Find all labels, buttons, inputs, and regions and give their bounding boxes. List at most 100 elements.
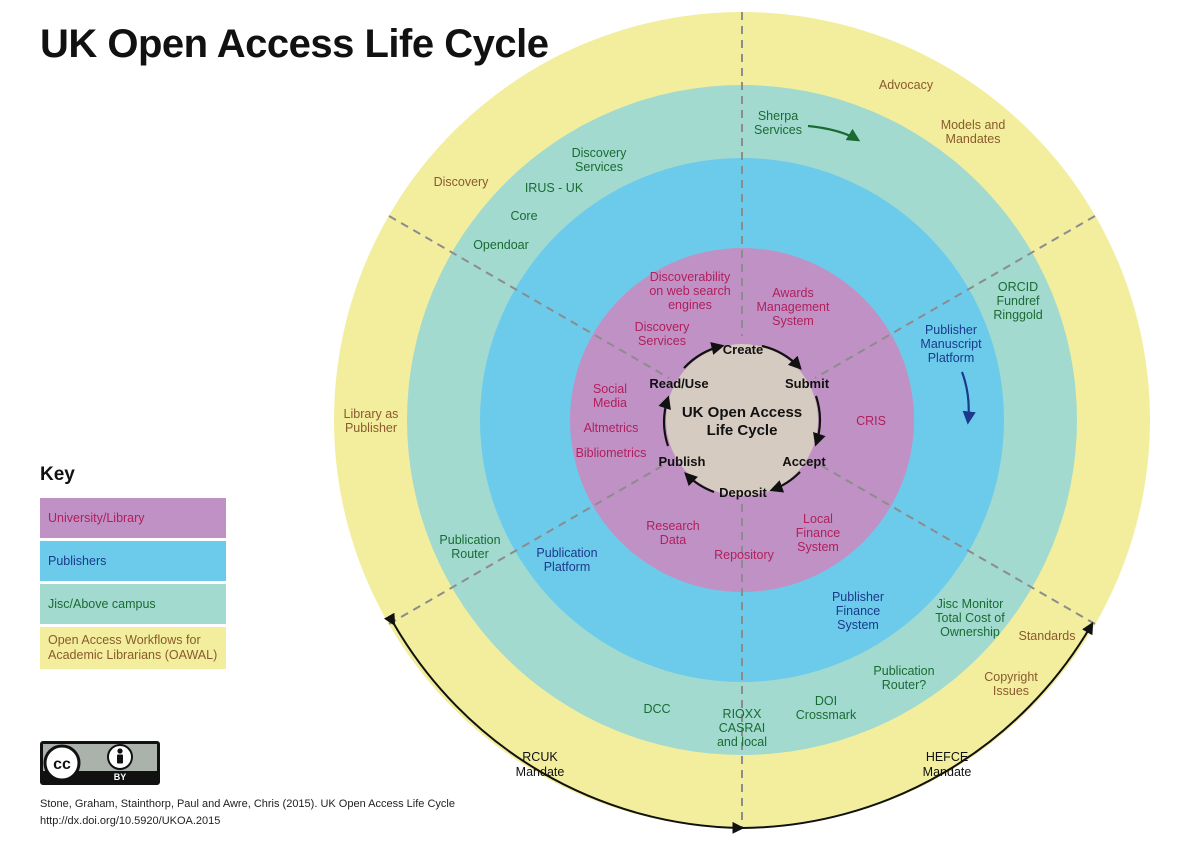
publishers-label-line: Platform [928,351,975,365]
cycle-arrow [683,342,725,369]
publishers-label-line: Publisher [925,323,977,337]
ring-core [666,344,818,496]
jisc-label-line: Opendoar [473,238,529,252]
university-label-line: Repository [714,548,774,562]
cc-logo-text: cc [53,756,71,773]
citation-line-2: http://dx.doi.org/10.5920/UKOA.2015 [40,815,221,827]
publishers-label-line: Finance [836,604,881,618]
key-item-publishers: Publishers [40,541,226,581]
cycle-stage-label: Publish [659,454,706,469]
university-label-line: CRIS [856,414,886,428]
jisc-label: Opendoar [473,238,529,252]
key-label: Open Access Workflows for Academic Libra… [48,633,218,662]
cycle-stage-label: Submit [785,376,830,391]
jisc-label-line: IRUS - UK [525,181,584,195]
page-title: UK Open Access Life Cycle [40,22,549,66]
jisc-label-line: Publication [439,533,500,547]
center-title-line: Life Cycle [707,422,778,439]
jisc-label-line: Total Cost of [935,611,1005,625]
mandate-label-line: Mandate [923,765,972,779]
divider-upper-left [388,215,670,379]
jisc-label: DCC [643,702,670,716]
cycle-arrow [769,471,801,493]
key-label: Publishers [48,553,107,568]
divider-upper-right [814,215,1096,379]
divider-lower-left [388,461,670,625]
sherpa-arrow [807,124,861,142]
jisc-label: IRUS - UK [525,181,584,195]
key-item-university-library: University/Library [40,498,226,538]
oawal-label-line: Copyright [984,670,1038,684]
publishers-label-line: Manuscript [920,337,982,351]
cycle-arrow [658,395,671,447]
university-label-line: Discoverability [650,270,731,284]
oawal-label-line: Discovery [434,175,490,189]
jisc-label-line: and local [717,735,767,749]
university-label-line: Local [803,512,833,526]
university-label: Altmetrics [584,421,639,435]
cc-by-license-badge: cc BY [40,741,160,785]
cycle-stage-label: Create [723,342,763,357]
jisc-label-line: Publication [873,664,934,678]
jisc-label-line: Services [754,123,802,137]
university-label: Bibliometrics [576,446,647,460]
publisher-platform-arrow [960,371,976,425]
university-label-line: Data [660,533,686,547]
key-item-jisc: Jisc/Above campus [40,584,226,624]
mandate-label-line: RCUK [522,750,558,764]
jisc-label-line: Sherpa [758,109,798,123]
jisc-label-line: Core [510,209,537,223]
university-label-line: engines [668,298,712,312]
cycle-arrow [684,472,715,494]
hefce-mandate-arc [741,621,1094,829]
divider-lower-right [814,461,1096,625]
university-label-line: System [772,314,814,328]
key-title: Key [40,464,75,485]
oawal-label: Discovery [434,175,490,189]
university-label-line: System [797,540,839,554]
jisc-label-line: Router? [882,678,927,692]
university-label-line: Social [593,382,627,396]
university-label-line: Altmetrics [584,421,639,435]
key-item-oawal: Open Access Workflows for Academic Libra… [40,627,226,669]
key-label: Jisc/Above campus [48,596,156,611]
oawal-label-line: Publisher [345,421,397,435]
publishers-label-line: System [837,618,879,632]
person-icon [107,744,133,770]
jisc-label-line: ORCID [998,280,1038,294]
university-label: Repository [714,548,774,562]
rcuk-mandate-arc [384,612,745,834]
cycle-stage-label: Deposit [719,485,767,500]
jisc-label: Core [510,209,537,223]
cycle-stage-label: Read/Use [649,376,708,391]
university-label-line: Finance [796,526,841,540]
mandate-label-line: Mandate [516,765,565,779]
oawal-label-line: Standards [1019,629,1076,643]
oawal-label-line: Library as [344,407,399,421]
jisc-label-line: DCC [643,702,670,716]
university-label-line: on web search [649,284,730,298]
jisc-label-line: Fundref [996,294,1040,308]
mandate-label-line: HEFCE [926,750,968,764]
citation-line-1: Stone, Graham, Stainthorp, Paul and Awre… [40,798,455,810]
university-label-line: Research [646,519,700,533]
by-label: BY [114,772,127,782]
oawal-label-line: Models and [941,118,1006,132]
jisc-label-line: Router [451,547,489,561]
university-label-line: Management [757,300,830,314]
university-label-line: Bibliometrics [576,446,647,460]
